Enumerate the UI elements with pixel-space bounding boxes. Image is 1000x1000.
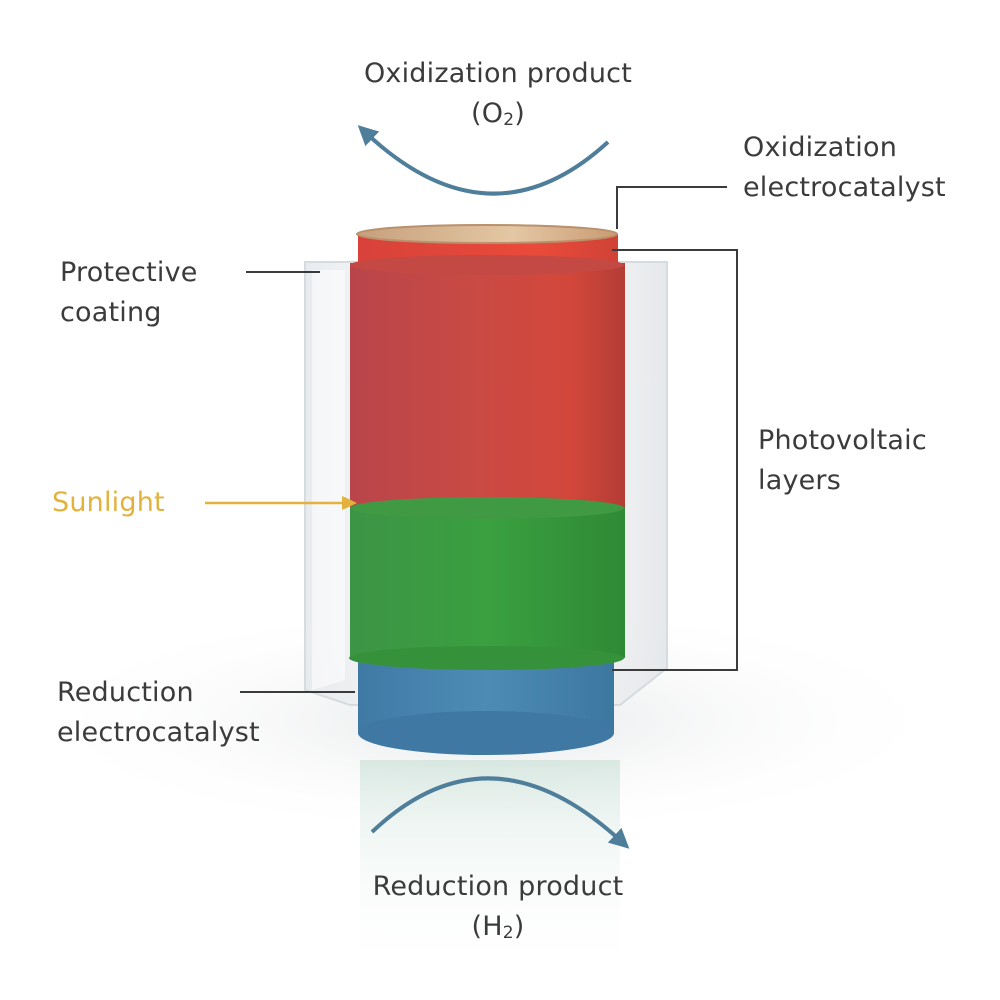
reduction-arrow	[370, 776, 630, 849]
lower-photovoltaic-layer	[350, 508, 625, 670]
o2-formula-subscript: 2	[503, 110, 515, 130]
floor-reflection	[360, 760, 620, 980]
reduction-product-label: Reduction product (H2)	[288, 867, 708, 953]
h2-formula-close: )	[513, 911, 525, 942]
oxidization-arrow	[357, 125, 610, 196]
o2-formula-close: )	[514, 98, 525, 129]
protective-coating-line2: coating	[60, 297, 162, 328]
photovoltaic-layers-line2: layers	[758, 465, 842, 496]
protective-coating-label: Protective coating	[60, 253, 198, 333]
reduction-product-formula: (H2)	[288, 907, 708, 953]
o2-formula-open: (O	[471, 98, 504, 129]
sunlight-arrow-head	[342, 496, 357, 510]
oxidization-electrocatalyst-disc	[356, 224, 618, 244]
photovoltaic-layers-line1: Photovoltaic	[758, 425, 927, 456]
oxidization-product-line1: Oxidization product	[363, 58, 633, 89]
h2-formula-subscript: 2	[502, 923, 514, 943]
upper-photovoltaic-layer	[350, 263, 625, 519]
photovoltaic-layers-label: Photovoltaic layers	[758, 421, 927, 501]
sunlight-label: Sunlight	[52, 487, 165, 518]
oxidization-product-label: Oxidization product (O2)	[288, 54, 708, 140]
photovoltaic-layers-bracket	[612, 249, 738, 671]
oxidization-electrocatalyst-label: Oxidization electrocatalyst	[743, 128, 946, 208]
reduction-electrocatalyst-line2: electrocatalyst	[57, 717, 260, 748]
reduction-product-line1: Reduction product	[372, 871, 624, 902]
h2-formula-open: (H	[471, 911, 503, 942]
oxidization-electrocatalyst-leader	[616, 186, 727, 229]
reduction-electrocatalyst-label: Reduction electrocatalyst	[57, 673, 260, 753]
oxidization-electrocatalyst-line2: electrocatalyst	[743, 172, 946, 203]
oxidization-electrocatalyst-line1: Oxidization	[743, 132, 898, 163]
protective-coating-line1: Protective	[60, 257, 198, 288]
reduction-electrocatalyst-line1: Reduction	[57, 677, 194, 708]
oxidization-product-formula: (O2)	[288, 94, 708, 140]
